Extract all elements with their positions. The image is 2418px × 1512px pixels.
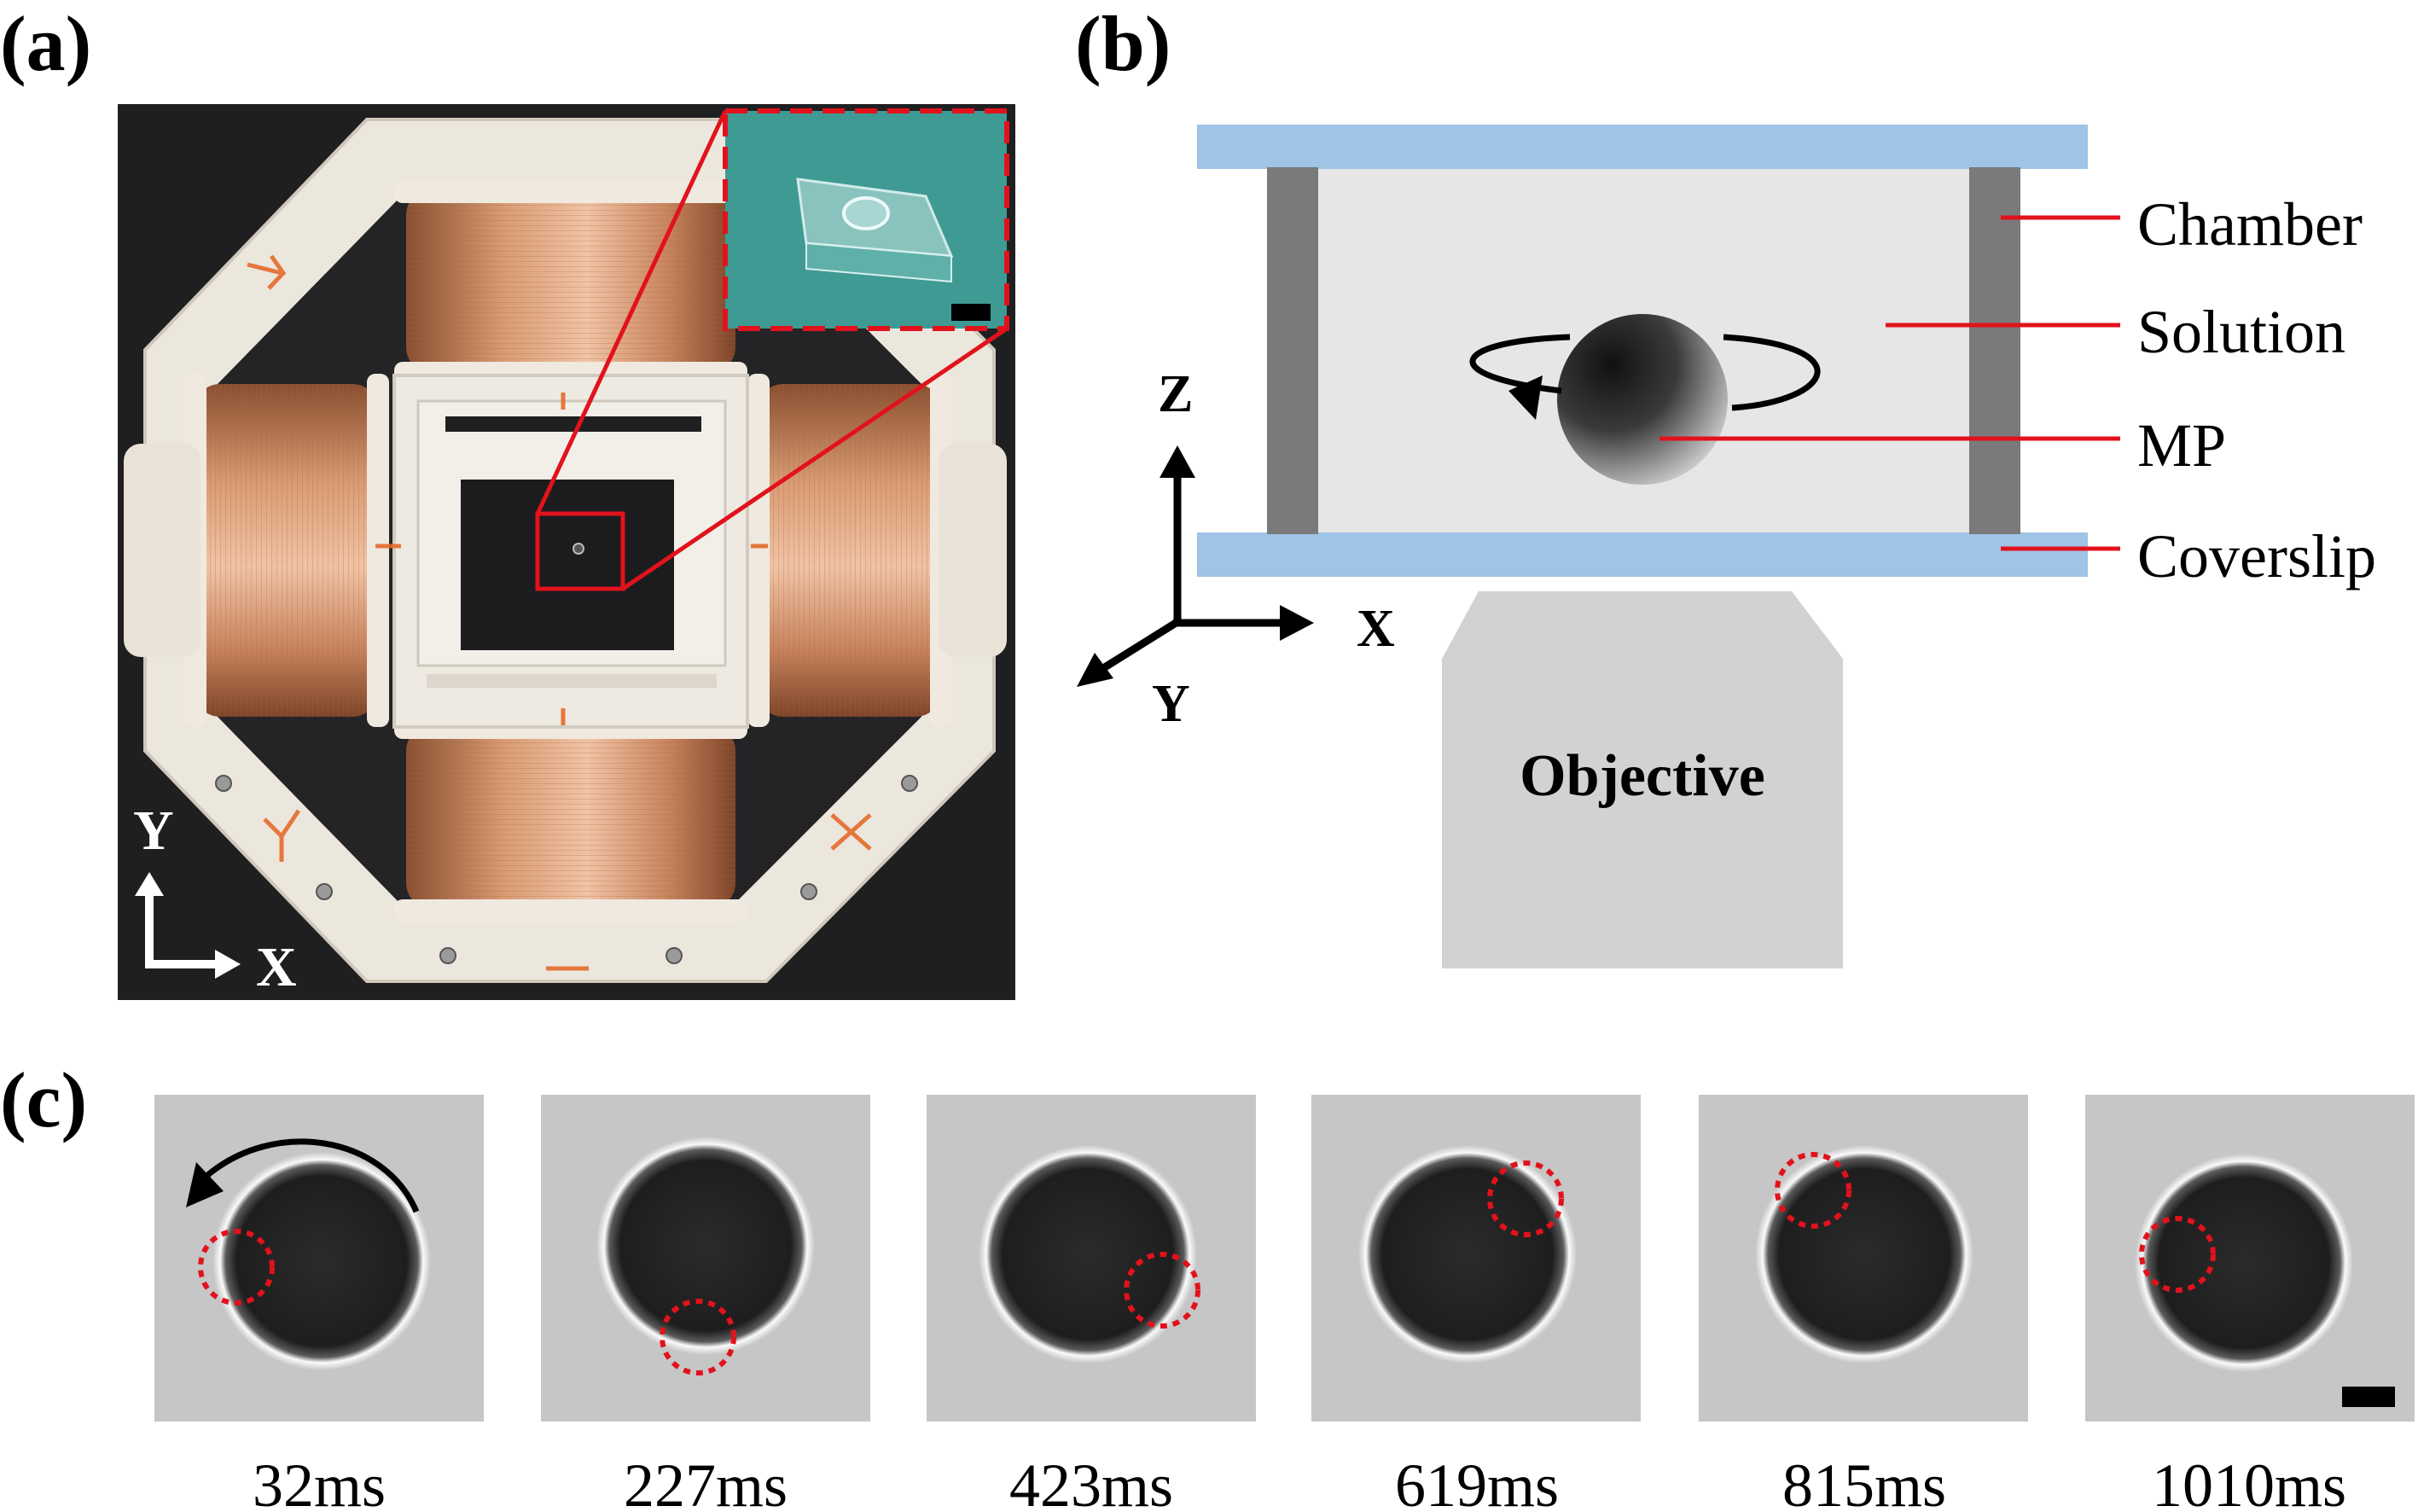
orange-markings xyxy=(247,254,872,971)
sample-chamber-dot xyxy=(573,543,584,555)
rotation-direction-arrowhead xyxy=(186,1162,224,1207)
stage-rail xyxy=(427,674,717,688)
tracking-marker xyxy=(660,1299,736,1375)
micrograph-frame-5: 815ms xyxy=(1699,1095,2028,1512)
frame-time: 815ms xyxy=(1782,1451,1946,1512)
callout-chamber: Chamber xyxy=(2137,190,2363,259)
panel-a-label: (a) xyxy=(0,0,91,87)
top-glass xyxy=(1197,125,2088,169)
tracking-marker xyxy=(2139,1216,2216,1293)
micrograph-frame-1: 32ms xyxy=(154,1095,484,1512)
spacer-left xyxy=(1267,167,1318,534)
zoom-region-box xyxy=(535,511,625,591)
panel-b: (b) Chamber Solution MP Coverslip Object… xyxy=(1075,0,2376,968)
photo-axes: Y X xyxy=(133,800,297,998)
micrograph-frame-3: 423ms xyxy=(927,1095,1256,1512)
objective-label: Objective xyxy=(1520,743,1765,809)
tracking-marker xyxy=(198,1229,275,1306)
photo-axis-x-label: X xyxy=(256,936,297,998)
rotation-arrowhead xyxy=(1508,375,1543,420)
micrograph-frame-2: 227ms xyxy=(541,1095,870,1512)
micrograph-frame-6: 1010ms xyxy=(2085,1095,2415,1512)
coil-top xyxy=(394,181,747,384)
holder-tab-left xyxy=(124,444,201,657)
frame-time: 32ms xyxy=(253,1451,386,1512)
chamber-inset xyxy=(723,108,1009,331)
frame-time: 619ms xyxy=(1395,1451,1559,1512)
inset-scale-bar xyxy=(951,304,991,321)
coil-bottom xyxy=(394,717,747,922)
particle xyxy=(2135,1154,2353,1372)
frame-time: 423ms xyxy=(1009,1451,1173,1512)
sample-holder-black xyxy=(461,480,674,650)
tracking-marker xyxy=(1775,1152,1851,1229)
objective xyxy=(1442,591,1843,968)
holder-tab-right xyxy=(939,444,1007,657)
panel-c: (c) 32ms 227ms 423ms xyxy=(0,1056,2415,1512)
rotation-arrow xyxy=(1469,334,1821,411)
scale-bar xyxy=(2342,1387,2395,1407)
axis-z-label: Z xyxy=(1158,365,1193,423)
callout-coverslip: Coverslip xyxy=(2137,522,2376,590)
zoom-leader-top xyxy=(535,109,728,515)
callout-lines xyxy=(1659,215,2120,551)
particle xyxy=(596,1137,815,1355)
micrograph-frame-4: 619ms xyxy=(1311,1095,1641,1512)
spacer-right xyxy=(1969,167,2020,534)
coil-left xyxy=(184,374,389,727)
panel-a: (a) xyxy=(0,0,1015,1000)
rotation-direction-arrow xyxy=(202,1138,420,1213)
particle xyxy=(212,1152,431,1370)
particle xyxy=(1755,1145,1973,1364)
particle xyxy=(979,1145,1197,1364)
axis-x-label: X xyxy=(1357,600,1395,658)
callout-solution: Solution xyxy=(2137,298,2345,366)
frame-time: 1010ms xyxy=(2152,1451,2346,1512)
screws xyxy=(215,775,918,964)
stage-slot xyxy=(445,416,701,432)
coverslip xyxy=(1197,532,2088,577)
tracking-marker xyxy=(1124,1252,1200,1329)
callout-mp: MP xyxy=(2137,411,2226,480)
particle xyxy=(1358,1145,1577,1364)
microparticle xyxy=(1557,314,1728,485)
zoom-leader-bottom xyxy=(621,326,1008,591)
coil-right xyxy=(747,374,952,727)
frame-time: 227ms xyxy=(624,1451,788,1512)
panel-b-label: (b) xyxy=(1075,0,1171,87)
chamber-axes: Z X Y xyxy=(1077,365,1395,733)
tracking-marker xyxy=(1487,1160,1564,1237)
panel-c-label: (c) xyxy=(0,1056,87,1143)
photo-axis-y-label: Y xyxy=(133,800,174,862)
axis-y-label: Y xyxy=(1152,675,1190,733)
